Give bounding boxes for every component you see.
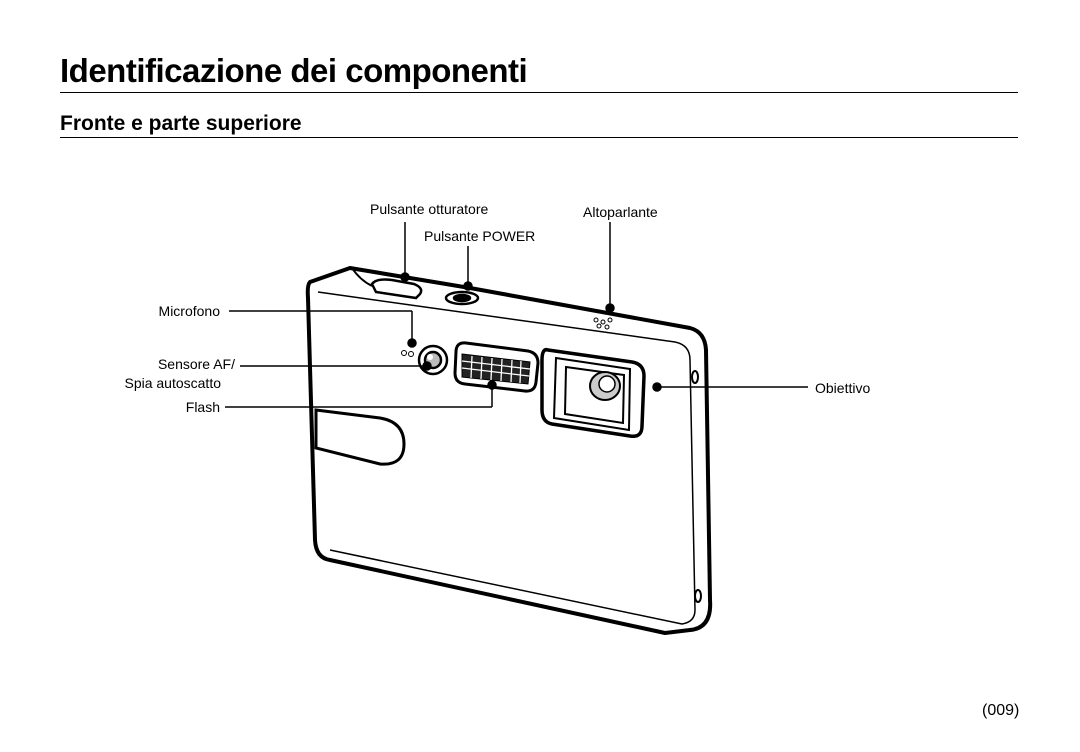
grip [314,408,406,466]
shutter-button-label: Pulsante otturatore [370,201,489,217]
microphone-holes [401,350,414,357]
power-button-shape [444,290,480,306]
power-button-label: Pulsante POWER [424,228,536,244]
title-rule [60,92,1018,93]
speaker-holes [593,317,613,330]
lens-assembly [540,347,646,439]
section-subtitle: Fronte e parte superiore [60,112,302,135]
af-sensor [417,344,449,376]
subtitle-rule [60,137,1018,138]
microphone-label: Microfono [158,303,220,319]
af-sensor-label-line2: Spia autoscatto [124,375,221,391]
flash-window [453,341,540,393]
side-buttons [691,370,702,603]
af-sensor-label-line1: Sensore AF/ [157,356,235,372]
page-number: (009) [982,702,1020,719]
page-title: Identificazione dei componenti [60,52,528,89]
speaker-label: Altoparlante [583,204,658,220]
flash-label: Flash [185,399,220,415]
lens-label: Obiettivo [815,380,871,396]
leader-lines [225,222,808,408]
shutter-button [370,278,423,300]
